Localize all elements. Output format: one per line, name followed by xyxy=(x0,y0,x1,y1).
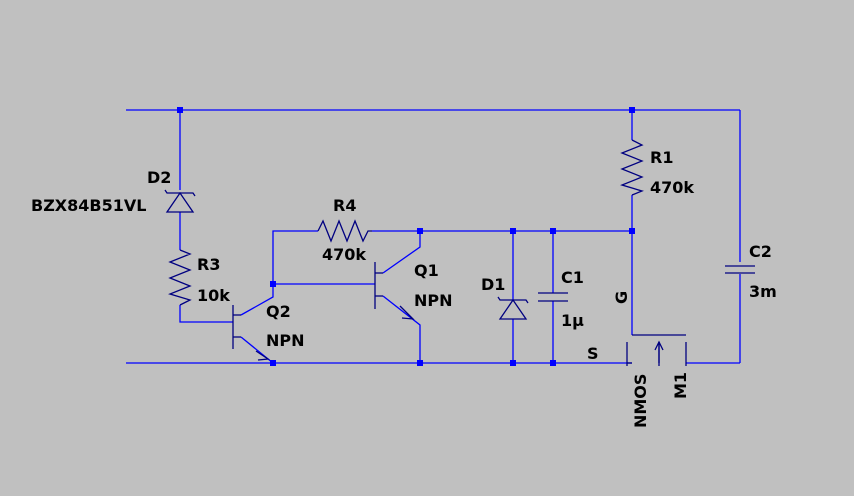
r3-value: 10k xyxy=(197,286,230,305)
junction-dot xyxy=(270,360,276,366)
junction-dot xyxy=(510,228,516,234)
d2-bar xyxy=(164,189,196,197)
wire-q1-emitter xyxy=(382,295,421,363)
c1-ref: C1 xyxy=(561,268,584,287)
q1-emitter-arrow xyxy=(399,305,415,320)
c1-value: 1µ xyxy=(561,311,584,330)
wire-q1-collector xyxy=(382,231,421,274)
c2-ref: C2 xyxy=(749,242,772,261)
q1-value: NPN xyxy=(414,291,453,310)
m1-ref: M1 xyxy=(671,372,690,399)
junction-dot xyxy=(550,228,556,234)
r1-value: 470k xyxy=(650,178,694,197)
resistor-r4 xyxy=(317,219,372,243)
m1-arrow xyxy=(654,340,664,363)
m1-source-label: S xyxy=(587,344,599,363)
junction-dot xyxy=(510,360,516,366)
r4-ref: R4 xyxy=(333,196,356,215)
transistor-q1 xyxy=(374,262,415,320)
mosfet-m1 xyxy=(626,334,687,366)
d2-value: BZX84B51VL xyxy=(31,196,146,215)
m1-gate-label: G xyxy=(612,291,631,304)
q2-value: NPN xyxy=(266,331,305,350)
r3-ref: R3 xyxy=(197,255,220,274)
resistor-r1 xyxy=(620,139,644,196)
d1-ref: D1 xyxy=(481,275,505,294)
junction-dot xyxy=(417,360,423,366)
resistor-r3 xyxy=(168,249,192,306)
junction-dot xyxy=(629,107,635,113)
d2-body xyxy=(165,191,195,213)
r4-value: 470k xyxy=(322,245,366,264)
junction-dot xyxy=(629,228,635,234)
wire-q2-collector xyxy=(240,284,274,316)
junction-dot xyxy=(177,107,183,113)
c2-value: 3m xyxy=(749,282,777,301)
transistor-q2 xyxy=(232,305,270,361)
junction-dot xyxy=(270,281,276,287)
d1-body xyxy=(498,298,528,320)
capacitor-c2 xyxy=(725,265,755,274)
capacitor-c1 xyxy=(538,292,568,302)
junction-dot xyxy=(417,228,423,234)
wire-r3-q2 xyxy=(179,305,233,323)
m1-value: NMOS xyxy=(631,374,650,428)
wire-r4-left xyxy=(272,230,318,284)
d1-bar xyxy=(497,296,529,304)
junction-dot xyxy=(550,360,556,366)
q2-emitter-arrow xyxy=(255,350,270,361)
q2-ref: Q2 xyxy=(266,302,291,321)
zener-d2 xyxy=(164,189,196,213)
q1-ref: Q1 xyxy=(414,261,439,280)
r1-ref: R1 xyxy=(650,148,673,167)
d2-ref: D2 xyxy=(147,168,171,187)
labels: D2 BZX84B51VL R3 10k R4 470k Q2 NPN Q1 N… xyxy=(31,148,777,428)
zener-d1 xyxy=(497,296,529,320)
junctions xyxy=(177,107,635,366)
